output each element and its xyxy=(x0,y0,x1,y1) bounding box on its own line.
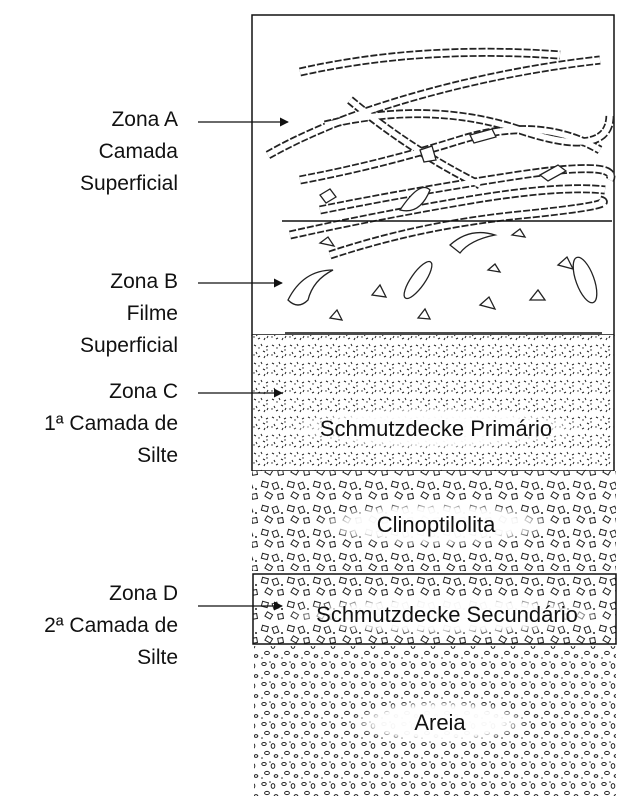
zone-c-line-2: 1ª Camada de xyxy=(44,408,178,440)
zone-a-line-1: Zona A xyxy=(80,104,178,136)
layer-schmutzdecke-secundario: Schmutzdecke Secundário xyxy=(253,574,616,644)
layer-label-clinoptilolita: Clinoptilolita xyxy=(377,512,496,537)
zone-a-line-2: Camada xyxy=(80,136,178,168)
layer-areia: Areia xyxy=(254,646,616,796)
zone-c-label: Zona C 1ª Camada de Silte xyxy=(44,376,178,472)
layer-label-schmutzdecke-primario: Schmutzdecke Primário xyxy=(320,416,552,441)
zone-d-line-2: 2ª Camada de xyxy=(44,610,178,642)
zone-a-label: Zona A Camada Superficial xyxy=(80,104,178,200)
zone-d-label: Zona D 2ª Camada de Silte xyxy=(44,578,178,674)
zone-a-line-3: Superficial xyxy=(80,168,178,200)
layer-schmutzdecke-primario: Schmutzdecke Primário xyxy=(252,335,614,471)
top-biofilm-box xyxy=(252,15,614,335)
zone-c-line-3: Silte xyxy=(44,440,178,472)
zone-b-line-1: Zona B xyxy=(80,266,178,298)
zone-b-line-3: Superficial xyxy=(80,330,178,362)
zone-d-line-1: Zona D xyxy=(44,578,178,610)
layer-label-schmutzdecke-secundario: Schmutzdecke Secundário xyxy=(316,602,578,627)
zone-b-line-2: Filme xyxy=(80,298,178,330)
zone-c-line-1: Zona C xyxy=(44,376,178,408)
zone-b-label: Zona B Filme Superficial xyxy=(80,266,178,362)
zone-d-line-3: Silte xyxy=(44,642,178,674)
layer-label-areia: Areia xyxy=(414,710,466,735)
layer-clinoptilolita: Clinoptilolita xyxy=(252,471,616,571)
